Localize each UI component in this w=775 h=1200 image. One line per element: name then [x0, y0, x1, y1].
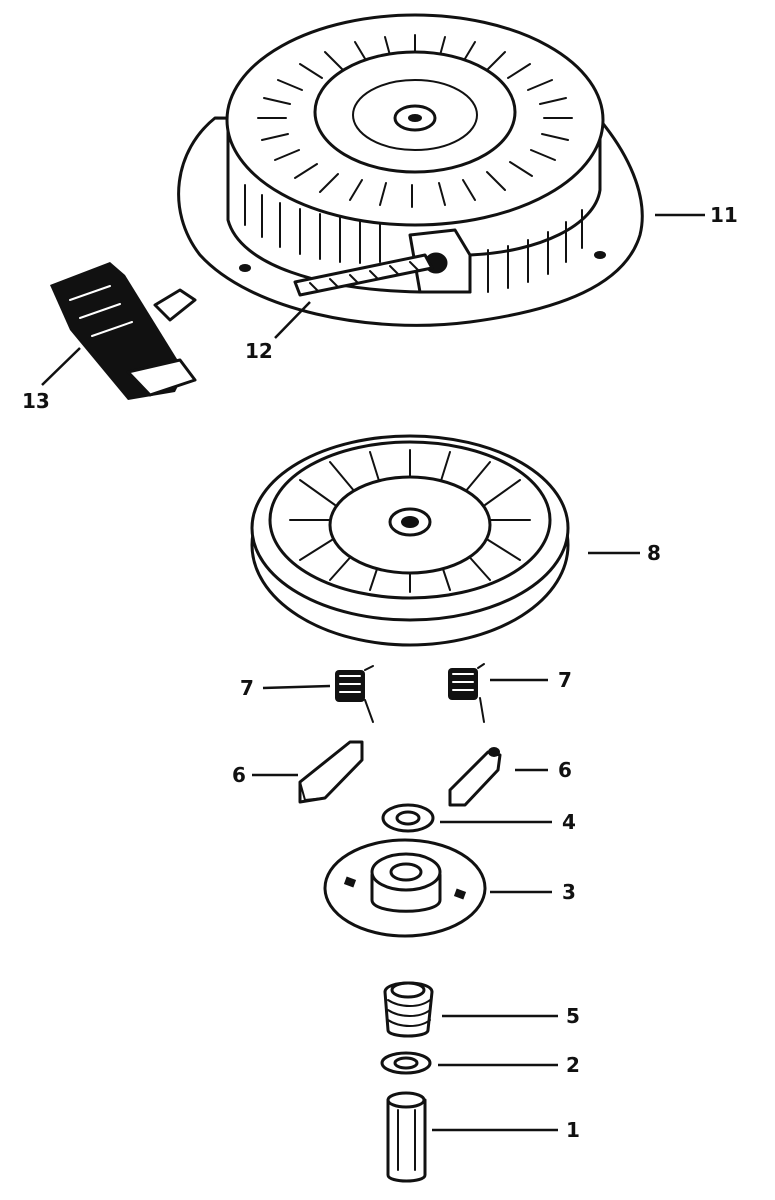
- pawl-spring-left: [335, 665, 374, 723]
- pawl-spring-right: [448, 663, 485, 723]
- callout-8: 8: [647, 541, 661, 565]
- callout-5: 5: [566, 1004, 580, 1028]
- callout-11: 11: [710, 203, 738, 227]
- starter-handle: [50, 262, 197, 400]
- callout-3: 3: [562, 880, 576, 904]
- pawl-left: [298, 740, 364, 804]
- pawl-right: [448, 747, 502, 807]
- starter-rope: [293, 253, 434, 297]
- pulley-spokes: [289, 449, 531, 593]
- callout-13: 13: [22, 389, 50, 413]
- callout-12: 12: [245, 339, 273, 363]
- upper-washer: [381, 803, 435, 833]
- callout-2: 2: [566, 1053, 580, 1077]
- callout-4: 4: [562, 810, 576, 834]
- callout-7-right: 7: [558, 668, 572, 692]
- lower-washer: [380, 1051, 432, 1075]
- leader-lines: [41, 213, 705, 1132]
- retainer-plate: [323, 838, 487, 938]
- callout-7-left: 7: [240, 676, 254, 700]
- housing-top-slots: [257, 34, 573, 208]
- bottom-spring: [383, 981, 434, 1038]
- callout-6-left: 6: [232, 763, 246, 787]
- starter-housing: [177, 13, 644, 327]
- callout-1: 1: [566, 1118, 580, 1142]
- rope-pulley: [250, 434, 570, 647]
- callout-6-right: 6: [558, 758, 572, 782]
- housing-side-vents: [244, 184, 583, 293]
- center-pin: [386, 1091, 427, 1183]
